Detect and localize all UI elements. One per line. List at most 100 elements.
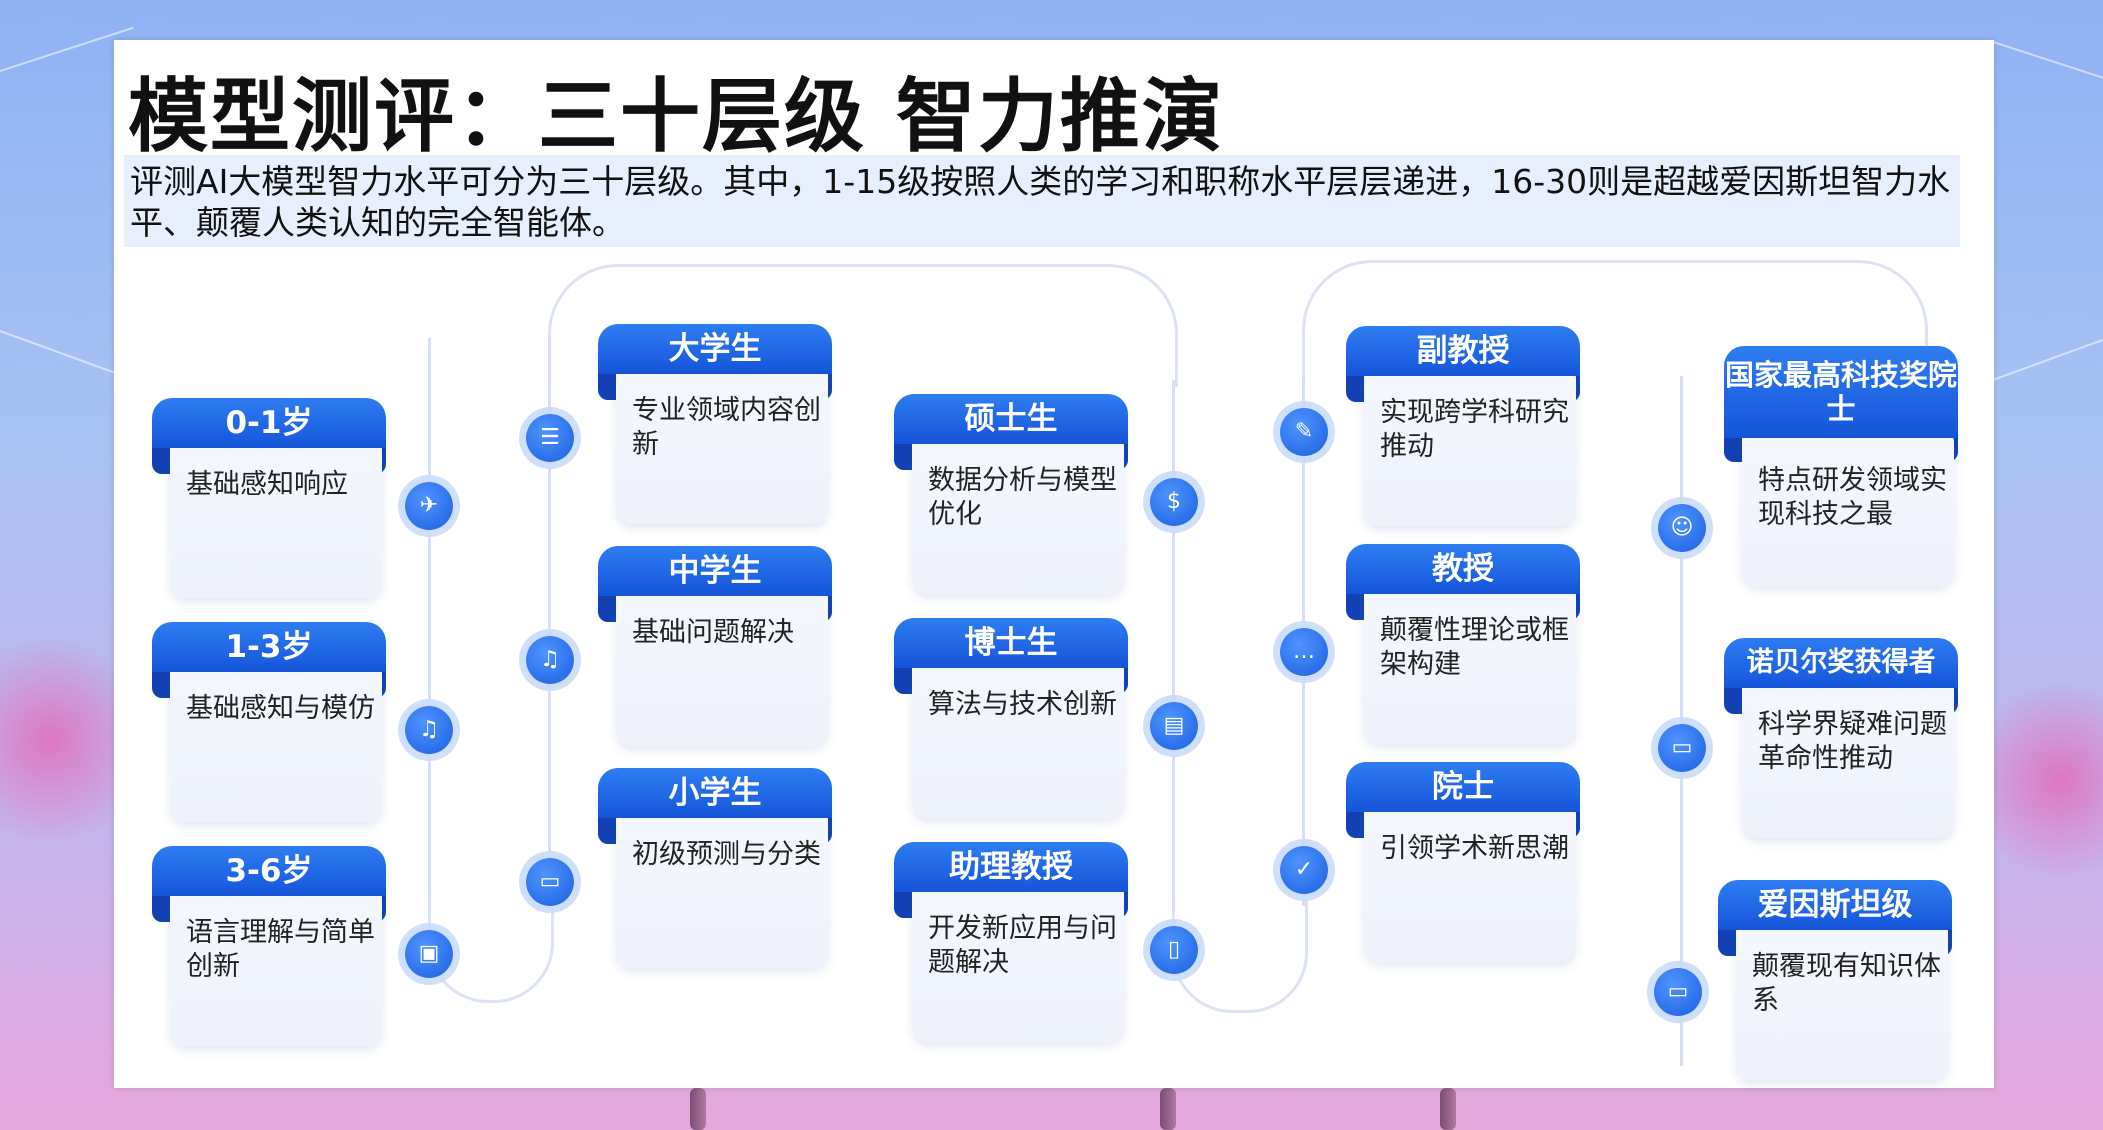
level-card: 助理教授 开发新应用与问题解决 xyxy=(894,842,1128,1042)
bg-line xyxy=(1989,339,2103,382)
card-text: 特点研发领域实现科技之最 xyxy=(1758,465,1947,530)
clipboard-icon: ▣ xyxy=(405,930,453,978)
tab-fold xyxy=(1724,434,1742,462)
file-icon: ▯ xyxy=(1150,926,1198,974)
card-title: 0-1岁 xyxy=(152,398,386,448)
card-body xyxy=(1364,362,1576,526)
card-text: 语言理解与简单创新 xyxy=(186,917,375,982)
rocket-icon: ✈ xyxy=(405,482,453,530)
card-title: 3-6岁 xyxy=(152,846,386,896)
card-body xyxy=(170,434,382,598)
tab-fold xyxy=(1346,592,1364,620)
card-title: 助理教授 xyxy=(894,842,1128,892)
palm-trunk xyxy=(1160,1088,1176,1130)
card-body xyxy=(912,654,1124,818)
card-text: 开发新应用与问题解决 xyxy=(928,913,1117,978)
level-card: 硕士生 数据分析与模型优化 xyxy=(894,394,1128,594)
chat-icon: … xyxy=(1280,628,1328,676)
card-text: 专业领域内容创新 xyxy=(632,395,821,460)
tab-fold xyxy=(894,890,912,918)
level-card: 小学生 初级预测与分类 xyxy=(598,768,832,968)
connector-line xyxy=(428,338,431,978)
tab-fold xyxy=(598,816,616,844)
card-body xyxy=(616,582,828,746)
badge-icon: ✓ xyxy=(1280,846,1328,894)
card-body xyxy=(912,878,1124,1042)
tab-fold xyxy=(1346,810,1364,838)
card-title: 博士生 xyxy=(894,618,1128,668)
level-card: 博士生 算法与技术创新 xyxy=(894,618,1128,818)
card-title: 中学生 xyxy=(598,546,832,596)
connector-u-top xyxy=(1302,260,1928,383)
level-card: 教授 颠覆性理论或框架构建 xyxy=(1346,544,1580,744)
connector-line xyxy=(1172,380,1175,940)
card-title: 大学生 xyxy=(598,324,832,374)
connector-line xyxy=(1680,376,1683,1066)
palm-trunk xyxy=(1440,1088,1456,1130)
card-title: 小学生 xyxy=(598,768,832,818)
tab-fold xyxy=(152,446,170,474)
card-text: 数据分析与模型优化 xyxy=(928,465,1117,530)
card-body xyxy=(912,430,1124,594)
bg-line xyxy=(1989,40,2103,80)
tab-fold xyxy=(894,666,912,694)
card-title: 诺贝尔奖获得者 xyxy=(1724,638,1958,688)
bell-icon: ♫ xyxy=(405,706,453,754)
level-card: 3-6岁 语言理解与简单创新 xyxy=(152,846,386,1046)
card-body xyxy=(1742,426,1954,586)
tab-fold xyxy=(598,372,616,400)
subtitle-banner: 评测AI大模型智力水平可分为三十层级。其中，1-15级按照人类的学习和职称水平层… xyxy=(124,155,1960,247)
folder-icon: ▭ xyxy=(526,858,574,906)
card-title: 爱因斯坦级 xyxy=(1718,880,1952,930)
card-body xyxy=(616,360,828,524)
level-card: 中学生 基础问题解决 xyxy=(598,546,832,746)
card-title: 副教授 xyxy=(1346,326,1580,376)
tab-fold xyxy=(152,894,170,922)
tab-fold xyxy=(152,670,170,698)
level-card: 诺贝尔奖获得者 科学界疑难问题革命性推动 xyxy=(1724,638,1958,838)
document-icon: ☰ xyxy=(526,414,574,462)
card-text: 颠覆现有知识体系 xyxy=(1752,951,1941,1016)
tab-fold xyxy=(1346,374,1364,402)
user-icon: ☺ xyxy=(1658,504,1706,552)
level-card: 爱因斯坦级 颠覆现有知识体系 xyxy=(1718,880,1952,1080)
level-card: 1-3岁 基础感知与模仿 xyxy=(152,622,386,822)
card-text: 基础感知响应 xyxy=(186,469,348,500)
tab-fold xyxy=(1718,928,1736,956)
level-card: 院士 引领学术新思潮 xyxy=(1346,762,1580,962)
level-card: 大学生 专业领域内容创新 xyxy=(598,324,832,524)
bell-icon: ♫ xyxy=(526,636,574,684)
card-text: 引领学术新思潮 xyxy=(1380,833,1569,864)
card-title: 教授 xyxy=(1346,544,1580,594)
slide: 模型测评：三十层级 智力推演 评测AI大模型智力水平可分为三十层级。其中，1-1… xyxy=(114,40,1994,1088)
card-title: 硕士生 xyxy=(894,394,1128,444)
palm-trunk xyxy=(690,1088,706,1130)
tab-fold xyxy=(1724,686,1742,714)
folder-icon: ▭ xyxy=(1654,968,1702,1016)
card-title: 1-3岁 xyxy=(152,622,386,672)
card-text: 基础感知与模仿 xyxy=(186,693,375,724)
tab-fold xyxy=(894,442,912,470)
level-card: 0-1岁 基础感知响应 xyxy=(152,398,386,598)
tab-fold xyxy=(598,594,616,622)
level-card: 副教授 实现跨学科研究推动 xyxy=(1346,326,1580,526)
card-text: 初级预测与分类 xyxy=(632,839,821,870)
card-title: 国家最高科技奖院士 xyxy=(1724,346,1958,438)
notebook-icon: ✎ xyxy=(1280,408,1328,456)
card-body xyxy=(170,658,382,822)
card-body xyxy=(1364,798,1576,962)
card-body xyxy=(616,804,828,968)
card-text: 科学界疑难问题革命性推动 xyxy=(1758,709,1947,774)
card-text: 基础问题解决 xyxy=(632,617,794,648)
briefcase-icon: ▤ xyxy=(1150,702,1198,750)
card-text: 颠覆性理论或框架构建 xyxy=(1380,615,1569,680)
card-title: 院士 xyxy=(1346,762,1580,812)
page-title: 模型测评：三十层级 智力推演 xyxy=(128,70,1224,163)
card-body xyxy=(1736,916,1948,1080)
card-body xyxy=(170,882,382,1046)
level-card: 国家最高科技奖院士 特点研发领域实现科技之最 xyxy=(1724,346,1958,586)
card-text: 算法与技术创新 xyxy=(928,689,1117,720)
folder-icon: ▭ xyxy=(1658,724,1706,772)
card-body xyxy=(1364,580,1576,744)
card-text: 实现跨学科研究推动 xyxy=(1380,397,1569,462)
